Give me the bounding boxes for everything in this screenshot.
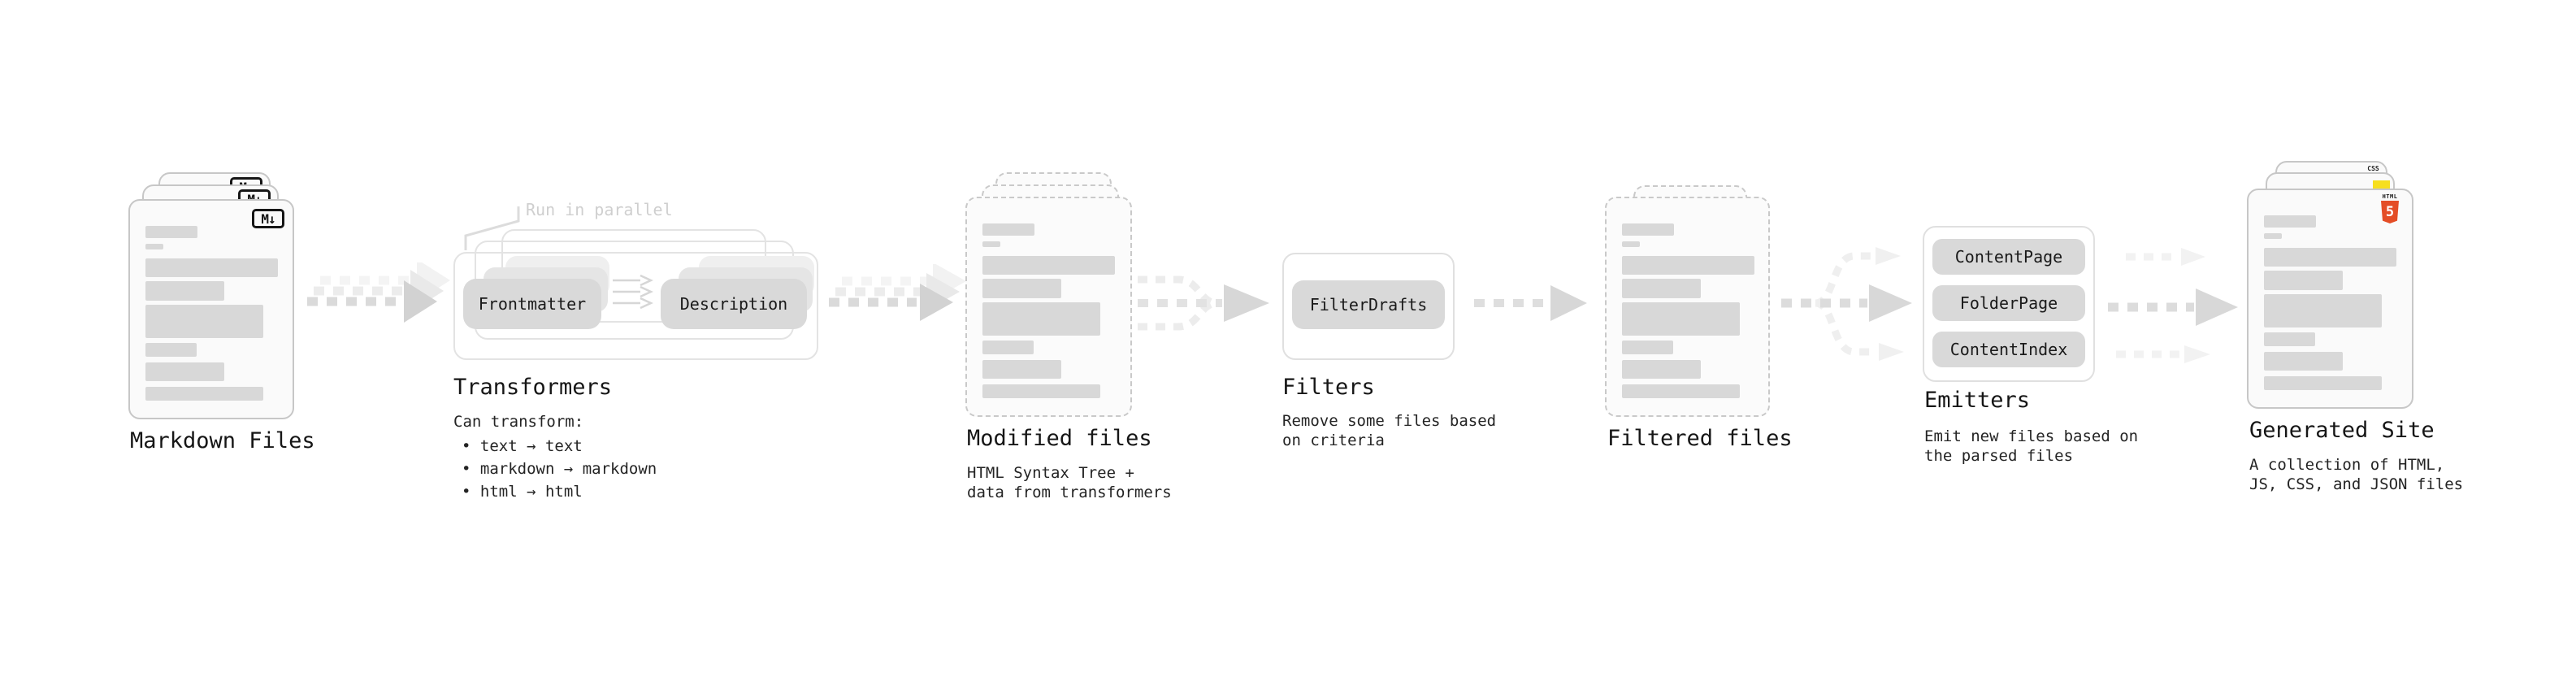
js-icon [2373,180,2390,190]
file-content-bar [2264,352,2343,371]
file-content-bar [982,302,1100,336]
callout-leader-line [464,206,520,250]
file-content-bar [2264,248,2396,267]
transform-bullet: • html → html [462,483,583,501]
filters-title: Filters [1282,375,1375,400]
file-content-bar [982,360,1061,379]
file-content-bar [2264,215,2316,228]
transformer-chip-frontmatter: Frontmatter [463,279,601,329]
markdown-files-title: Markdown Files [130,428,315,453]
html5-shield: 5 [2381,201,2399,223]
modified-files-description: HTML Syntax Tree + data from transformer… [967,464,1172,501]
markdown-icon: M↓ [252,209,284,228]
file-card [1605,197,1770,417]
transformer-box [453,252,818,360]
file-content-bar [2264,294,2382,327]
file-content-bar [145,305,263,338]
file-content-bar [2264,332,2315,346]
file-content-bar [1622,256,1754,275]
run-in-parallel-note: Run in parallel [526,200,673,219]
transformers-title: Transformers [453,375,613,400]
file-content-bar [1622,384,1740,398]
file-content-bar [1622,279,1701,298]
emitter-chip-contentpage: ContentPage [1932,239,2085,275]
transform-bullet: • text → text [462,437,583,455]
file-content-bar [982,384,1100,398]
filtered-files-title: Filtered files [1607,426,1793,451]
file-content-bar [145,226,197,238]
html5-label: HTML [2382,193,2398,200]
file-content-bar [145,258,278,277]
flow-arrow-icon [829,264,966,321]
file-content-bar [982,340,1034,354]
file-content-bar [1622,241,1640,247]
html5-icon: HTML 5 [2380,193,2400,223]
emitters-description: Emit new files based on the parsed files [1924,427,2139,465]
generated-site-description: A collection of HTML, JS, CSS, and JSON … [2249,456,2464,493]
file-content-bar [1622,340,1673,354]
file-content-bar [982,241,1000,247]
transform-bullet: • markdown → markdown [462,460,657,478]
file-content-bar [1622,223,1674,236]
css-label: CSS [2367,165,2379,172]
filter-chip-filterdrafts: FilterDrafts [1292,280,1445,329]
emitters-box: ContentPage FolderPage ContentIndex [1923,226,2095,382]
emitter-chip-folderpage: FolderPage [1932,285,2085,321]
file-content-bar [145,244,163,249]
filters-description: Remove some files based on criteria [1282,412,1497,449]
file-content-bar [982,223,1034,236]
file-content-bar [982,279,1061,298]
file-card: HTML 5 [2247,189,2413,409]
fan-in-arrow-icon [1138,275,1269,331]
transformers-description: Can transform: • text → text • markdown … [453,410,657,503]
generated-site-title: Generated Site [2249,418,2435,443]
emitters-title: Emitters [1924,388,2031,413]
file-content-bar [2264,376,2382,390]
file-content-bar [145,387,263,401]
file-card: M↓ [128,199,294,419]
file-content-bar [2264,233,2282,239]
triple-arrow-icon [2108,248,2238,363]
flow-arrow-icon [1474,285,1587,321]
transformer-chip-description: Description [661,279,807,329]
parallel-arrows-icon [613,274,653,310]
file-card [965,197,1132,417]
file-content-bar [145,281,224,301]
fan-out-arrow-icon [1781,247,1912,361]
file-content-bar [145,362,224,381]
file-content-bar [1622,302,1740,336]
file-content-bar [982,256,1115,275]
html5-number: 5 [2385,203,2395,220]
file-content-bar [145,343,197,357]
modified-files-title: Modified files [967,426,1152,451]
can-transform-heading: Can transform: [453,413,584,431]
emitter-chip-contentindex: ContentIndex [1932,332,2085,367]
flow-arrow-icon [307,262,450,323]
file-content-bar [1622,360,1701,379]
file-content-bar [2264,271,2343,290]
